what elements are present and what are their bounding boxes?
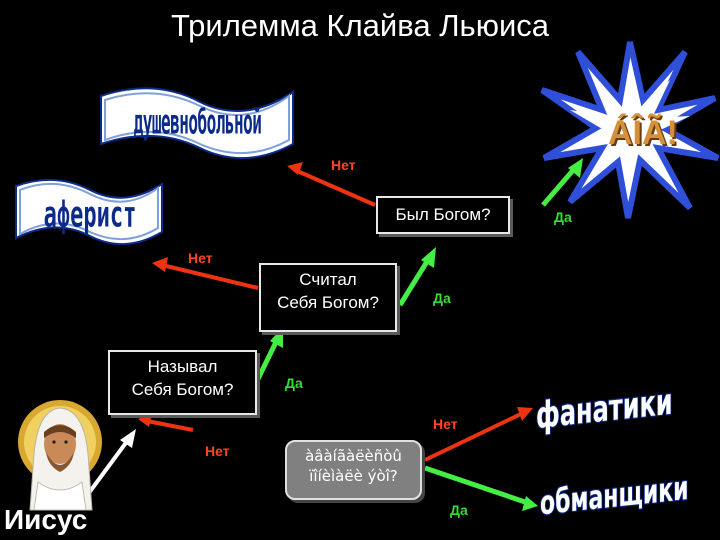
label-no-3: Нет bbox=[205, 443, 230, 459]
lunatic-banner bbox=[100, 87, 294, 160]
arrow-yes-to-q2-head bbox=[270, 327, 283, 348]
arrow-no-to-liar bbox=[161, 263, 259, 290]
q1-box: Называл Себя Богом? bbox=[108, 350, 257, 415]
label-yes-1: Да bbox=[554, 209, 572, 225]
label-no-1: Нет bbox=[331, 157, 356, 173]
arrow-yes-to-star-head bbox=[568, 158, 583, 178]
liar-banner bbox=[15, 178, 163, 246]
arrow-yes-to-deceivers bbox=[424, 465, 529, 506]
q4-line1: àâàíãàëèñòû bbox=[305, 447, 402, 465]
arrow-no-to-lunatic bbox=[294, 168, 376, 207]
arrow-no-from-jesus-head bbox=[138, 413, 152, 427]
label-yes-2: Да bbox=[433, 290, 451, 306]
liar-label: аферист bbox=[43, 196, 137, 236]
label-no-2: Нет bbox=[188, 250, 213, 266]
label-yes-4: Да bbox=[450, 502, 468, 518]
arrow-no-to-fanatics-head bbox=[517, 407, 533, 421]
label-no-4: Нет bbox=[433, 416, 458, 432]
arrow-yes-to-star bbox=[541, 166, 577, 207]
arrow-no-to-liar-head bbox=[152, 257, 168, 272]
arrow-no-to-lunatic-head bbox=[287, 162, 303, 175]
jesus-portrait-icon bbox=[18, 400, 102, 511]
star-burst-icon bbox=[540, 41, 720, 219]
arrow-yes-to-deceivers-head bbox=[522, 496, 538, 511]
god-star-label: ÁÎÃ! bbox=[608, 114, 678, 152]
arrow-yes-to-q3-head bbox=[421, 247, 436, 268]
q4-line2: ïîíèìàëè ýòî? bbox=[309, 467, 398, 485]
q2-line1: Считал bbox=[299, 270, 357, 289]
page-title: Трилемма Клайва Льюиса bbox=[170, 8, 550, 43]
q4-box: àâàíãàëèñòû ïîíèìàëè ýòî? bbox=[285, 440, 422, 500]
arrow-no-from-jesus bbox=[141, 418, 194, 432]
q2-line2: Себя Богом? bbox=[277, 293, 379, 312]
arrow-yes-to-q2 bbox=[252, 338, 280, 387]
arrow-no-to-fanatics bbox=[424, 410, 526, 462]
jesus-label: Иисус bbox=[4, 504, 88, 535]
label-yes-3: Да bbox=[285, 375, 303, 391]
q2-box: Считал Себя Богом? bbox=[259, 263, 397, 332]
q3-box: Был Богом? bbox=[376, 196, 510, 234]
arrow-jesus-to-q1-head bbox=[120, 429, 136, 448]
lunatic-label: душевнобольной bbox=[133, 102, 262, 142]
q1-line2: Себя Богом? bbox=[131, 380, 234, 399]
q3-text: Был Богом? bbox=[395, 205, 491, 224]
q1-line1: Называл bbox=[147, 357, 218, 376]
arrow-yes-to-q3 bbox=[397, 258, 431, 307]
